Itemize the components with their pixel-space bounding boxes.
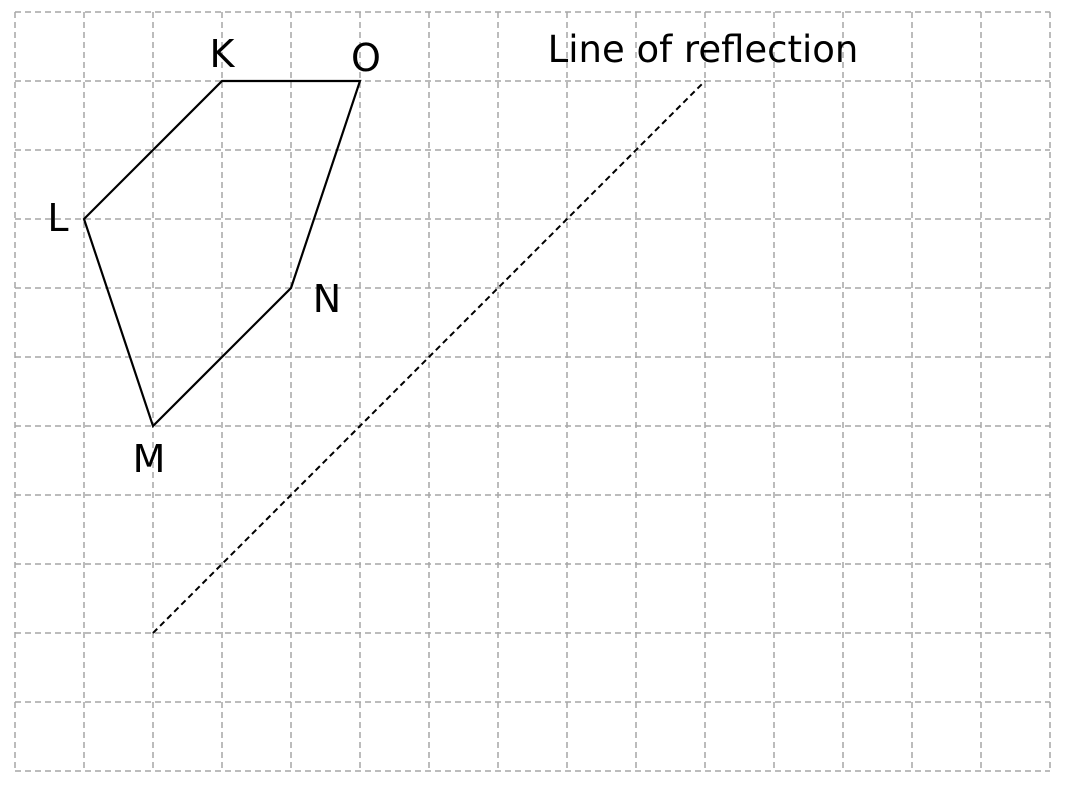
vertex-label-l: L <box>47 196 68 240</box>
line-of-reflection <box>152 80 706 634</box>
vertex-label-n: N <box>313 277 341 321</box>
line-of-reflection-label: Line of reflection <box>548 28 859 71</box>
vertex-label-o: O <box>351 36 381 80</box>
vertex-labels: K O N M L <box>47 32 381 481</box>
vertex-label-k: K <box>210 32 236 76</box>
vertex-label-m: M <box>133 437 166 481</box>
grid <box>14 11 1051 772</box>
polygon-klmno <box>82 79 362 429</box>
